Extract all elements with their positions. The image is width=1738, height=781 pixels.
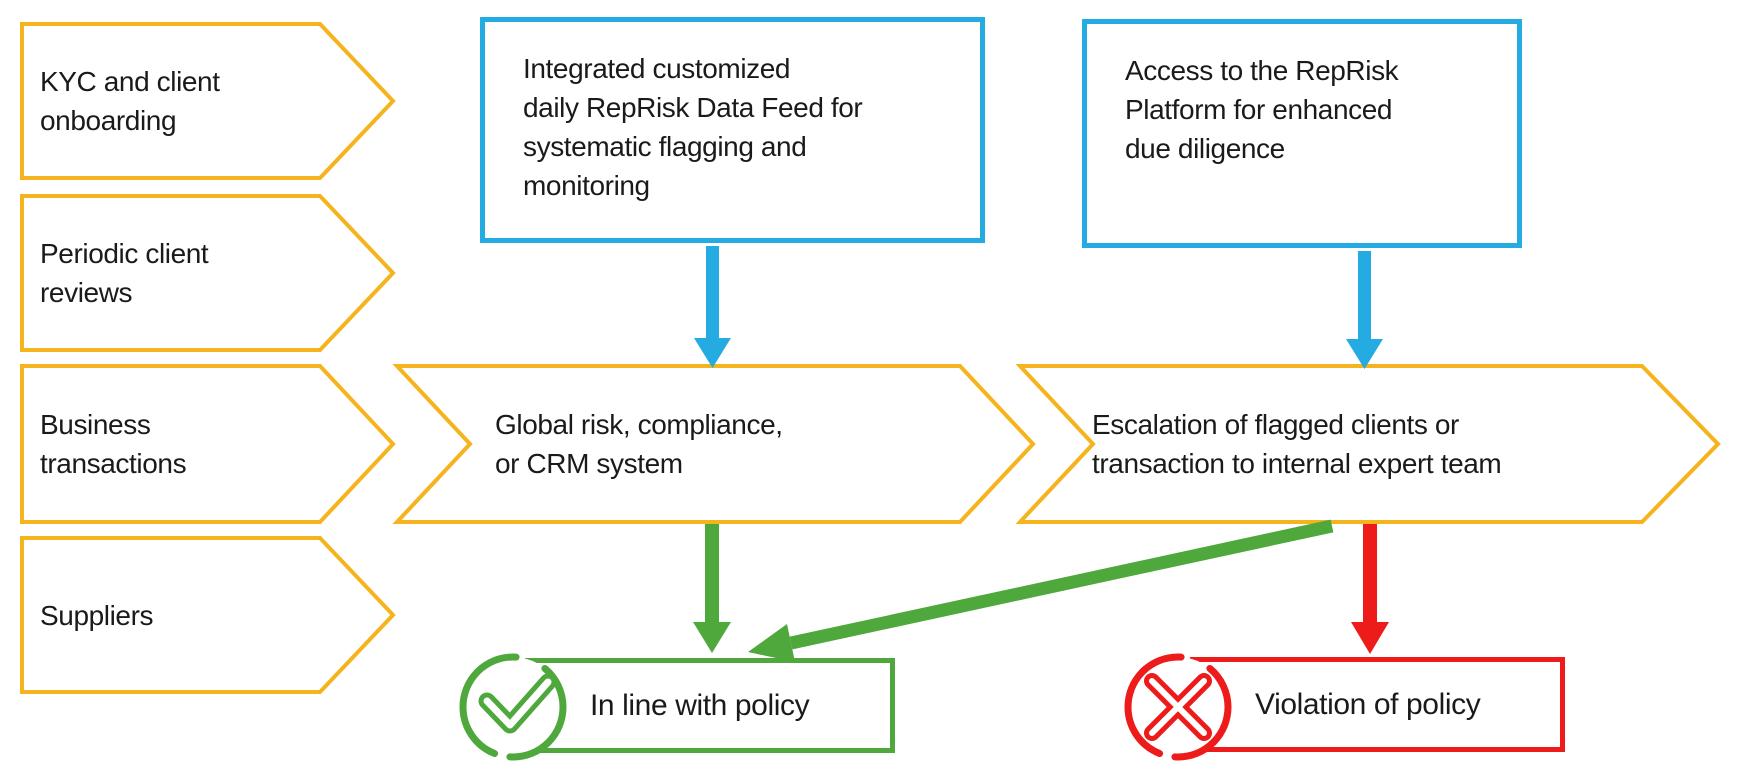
inline-policy-text: In line with policy xyxy=(590,688,810,722)
datafeed-box-text: Integrated customized daily RepRisk Data… xyxy=(523,53,863,201)
chevron-kyc-onboarding xyxy=(20,22,396,180)
chevron-label-business-transactions: Business transactions xyxy=(40,409,187,479)
chevron-label-escalation: Escalation of flagged clients or transac… xyxy=(1092,409,1502,479)
arrow-crm-to-inline-icon xyxy=(693,524,731,653)
chevron-label-kyc-onboarding: KYC and client onboarding xyxy=(40,66,220,136)
platform-box-text: Access to the RepRisk Platform for enhan… xyxy=(1125,55,1399,164)
chevron-suppliers xyxy=(20,536,396,694)
cross-circle-icon xyxy=(1124,653,1232,761)
check-circle-icon xyxy=(459,653,567,761)
chevron-label-crm-system: Global risk, compliance, or CRM system xyxy=(495,409,783,479)
chevron-crm-system xyxy=(392,364,1036,524)
violation-policy-box: Violation of policy xyxy=(1190,657,1565,752)
inline-policy-box: In line with policy xyxy=(525,658,895,753)
arrow-escalation-to-violation-icon xyxy=(1351,524,1389,654)
platform-box: Access to the RepRisk Platform for enhan… xyxy=(1082,19,1522,248)
chevron-label-periodic-reviews: Periodic client reviews xyxy=(40,238,209,308)
datafeed-box: Integrated customized daily RepRisk Data… xyxy=(480,17,985,243)
arrow-platform-to-escalation-icon xyxy=(1346,251,1383,369)
arrow-escalation-to-inline-line xyxy=(789,519,1334,650)
chevron-label-suppliers: Suppliers xyxy=(40,599,154,631)
chevron-escalation xyxy=(1015,364,1721,524)
chevron-periodic-reviews xyxy=(20,194,396,352)
violation-policy-text: Violation of policy xyxy=(1255,687,1481,721)
chevron-business-transactions xyxy=(20,364,396,524)
arrow-datafeed-to-crm-icon xyxy=(694,246,731,368)
arrow-escalation-to-inline-head-icon xyxy=(748,624,795,662)
